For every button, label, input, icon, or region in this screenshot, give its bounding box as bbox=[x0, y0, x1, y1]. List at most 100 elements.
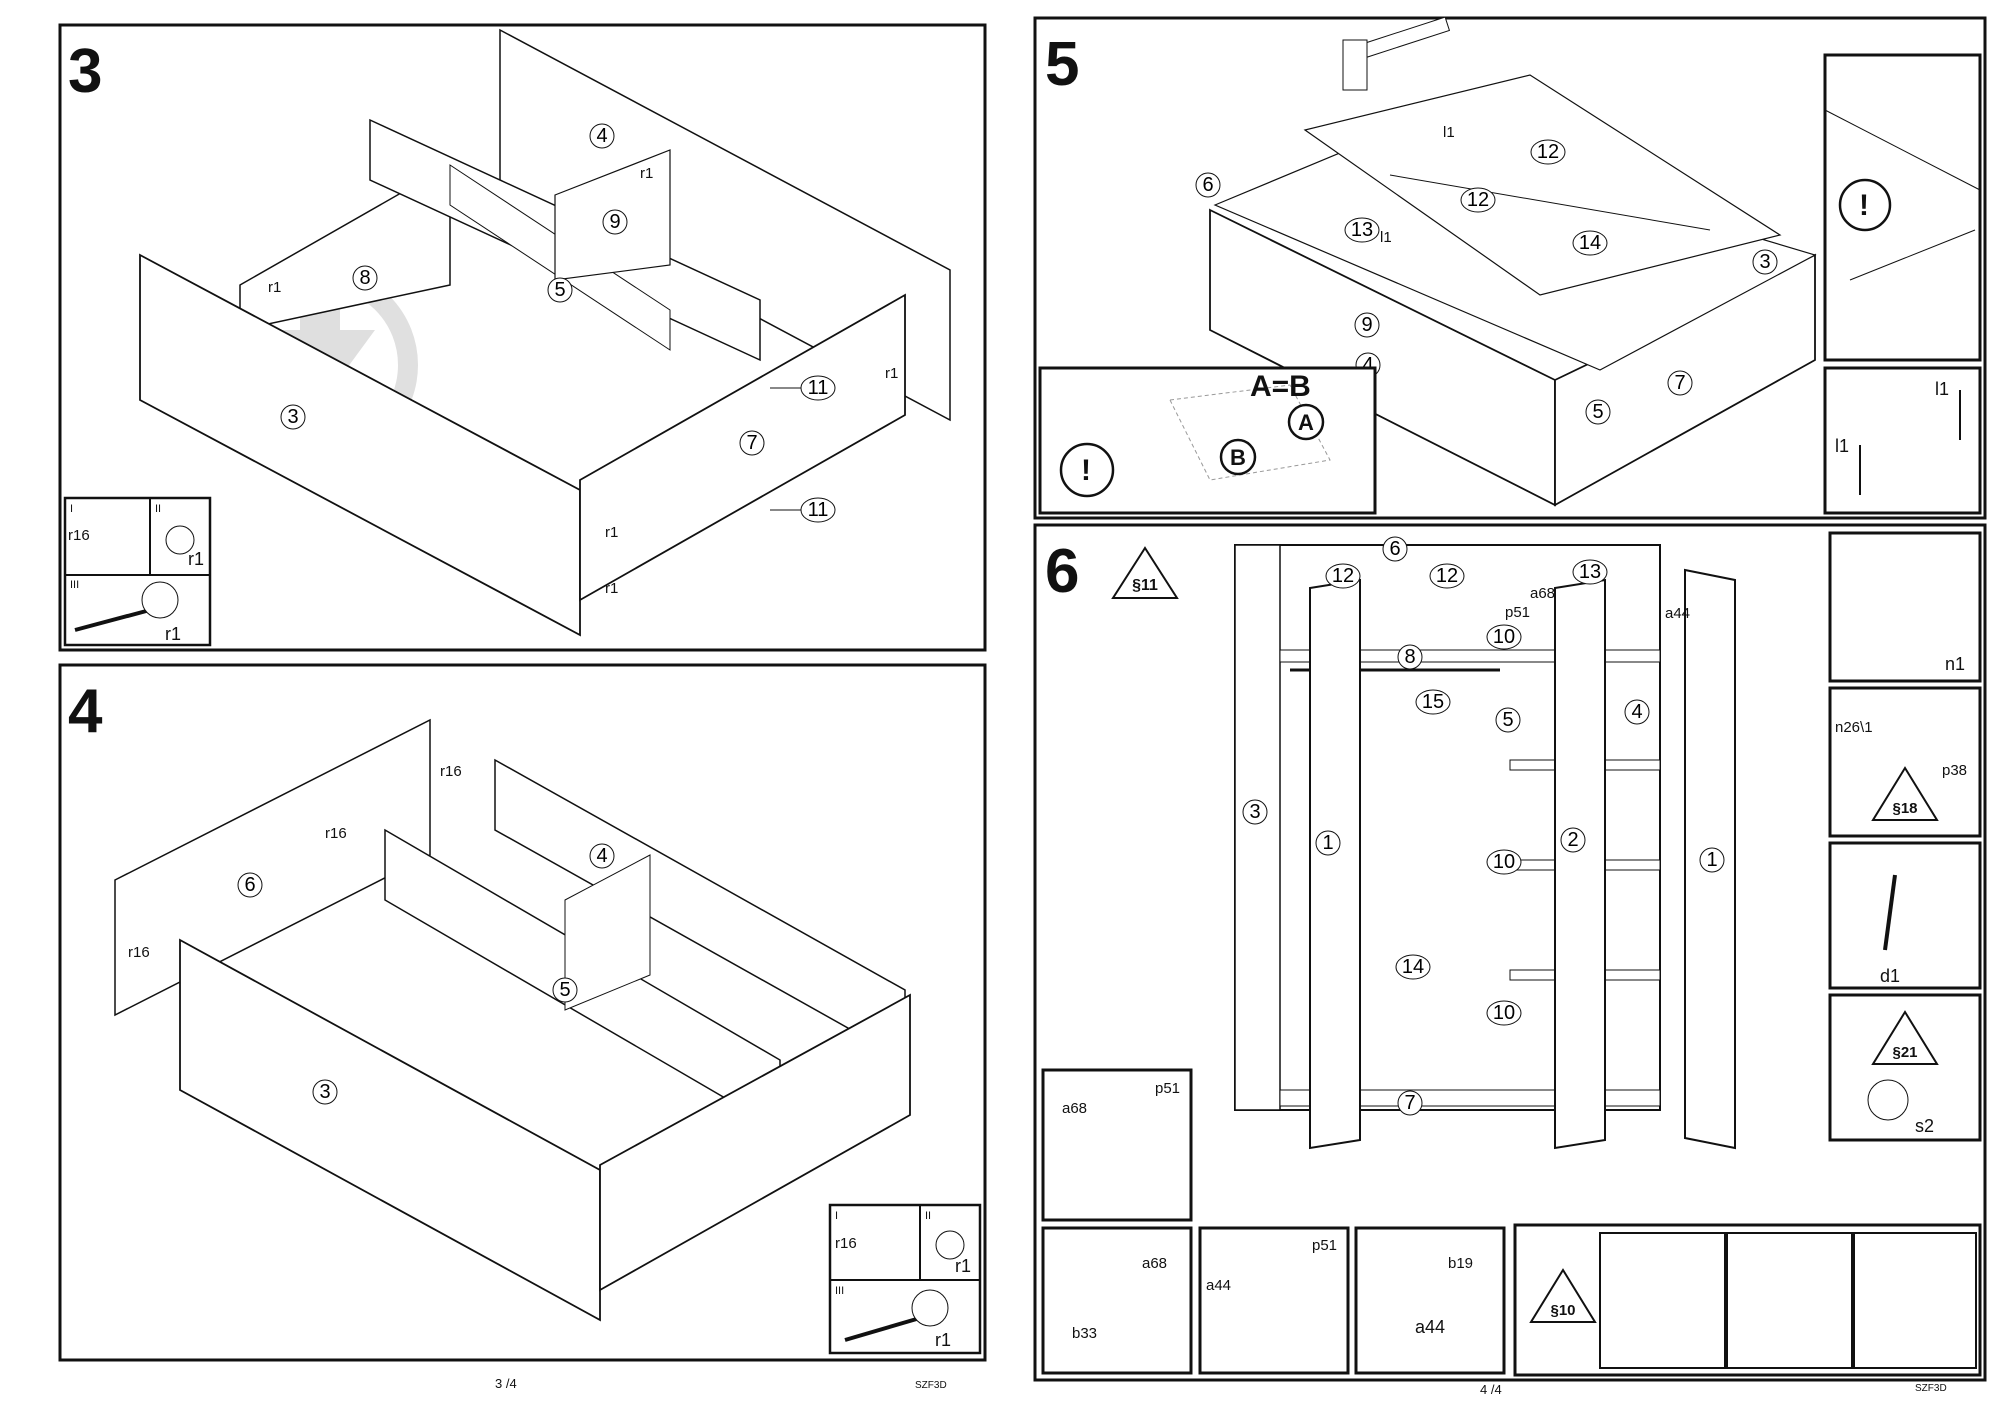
svg-text:9: 9 bbox=[609, 211, 620, 233]
svg-text:3: 3 bbox=[319, 1081, 330, 1103]
part-1-callout: 1 bbox=[1315, 830, 1341, 856]
step-number: 3 bbox=[68, 37, 102, 106]
part-2-callout: 2 bbox=[1560, 827, 1586, 853]
part-7-callout: 7 bbox=[1667, 370, 1693, 396]
svg-text:5: 5 bbox=[1592, 401, 1603, 423]
svg-text:§18: §18 bbox=[1892, 800, 1917, 817]
svg-text:7: 7 bbox=[1404, 1092, 1415, 1114]
svg-text:a44: a44 bbox=[1415, 1317, 1445, 1337]
svg-text:1: 1 bbox=[1706, 849, 1717, 871]
part-5-callout: 5 bbox=[547, 277, 573, 303]
part-12-callout: 12 bbox=[1530, 139, 1566, 165]
detail-box: I II III r16 r1 r1 bbox=[828, 1203, 982, 1355]
step-number: 4 bbox=[68, 677, 103, 746]
svg-text:7: 7 bbox=[746, 432, 757, 454]
svg-text:4: 4 bbox=[1362, 354, 1373, 376]
svg-text:b33: b33 bbox=[1072, 1325, 1097, 1342]
svg-text:2: 2 bbox=[1567, 829, 1578, 851]
svg-text:r1: r1 bbox=[955, 1256, 971, 1276]
back-board bbox=[1303, 74, 1782, 296]
part-11-callout: 11 bbox=[800, 375, 836, 401]
part-15-callout: 15 bbox=[1415, 689, 1451, 715]
part-1-callout: 1 bbox=[1699, 847, 1725, 873]
svg-text:s2: s2 bbox=[1915, 1116, 1934, 1136]
svg-text:A: A bbox=[1298, 410, 1314, 435]
part-9-callout: 9 bbox=[602, 209, 628, 235]
svg-text:r1: r1 bbox=[188, 549, 204, 569]
svg-text:r16: r16 bbox=[835, 1235, 857, 1252]
svg-text:3: 3 bbox=[287, 406, 298, 428]
svg-text:III: III bbox=[70, 579, 79, 591]
part-8-callout: 8 bbox=[352, 265, 378, 291]
hammer-icon bbox=[1342, 16, 1451, 91]
svg-text:I: I bbox=[70, 503, 73, 515]
part-5-callout: 5 bbox=[1495, 707, 1521, 733]
part-10-callout: 10 bbox=[1486, 849, 1522, 875]
fitting-label: r1 bbox=[605, 580, 618, 597]
svg-text:II: II bbox=[925, 1210, 931, 1222]
fitting-label: r16 bbox=[128, 944, 150, 961]
part-9-callout: 9 bbox=[1354, 312, 1380, 338]
svg-text:12: 12 bbox=[1332, 565, 1354, 587]
svg-text:9: 9 bbox=[1361, 314, 1372, 336]
nail-label: l1 bbox=[1380, 229, 1392, 246]
svg-text:B: B bbox=[1230, 445, 1246, 470]
part-14-callout: 14 bbox=[1572, 230, 1608, 256]
part-12-callout: 12 bbox=[1325, 563, 1361, 589]
part-10-callout: 10 bbox=[1486, 624, 1522, 650]
svg-text:5: 5 bbox=[559, 979, 570, 1001]
warning-triangle-icon: §11 bbox=[1111, 546, 1179, 599]
part-11-callout: 11 bbox=[800, 497, 836, 523]
svg-text:§10: §10 bbox=[1550, 1302, 1575, 1319]
svg-text:14: 14 bbox=[1402, 956, 1424, 978]
fitting-label: r1 bbox=[605, 524, 618, 541]
svg-text:r1: r1 bbox=[935, 1330, 951, 1350]
wardrobe-side bbox=[1234, 544, 1281, 1111]
svg-text:§11: §11 bbox=[1132, 577, 1158, 594]
svg-text:p51: p51 bbox=[1155, 1080, 1180, 1097]
svg-text:II: II bbox=[155, 503, 161, 515]
svg-text:!: ! bbox=[1859, 189, 1869, 222]
svg-text:12: 12 bbox=[1436, 565, 1458, 587]
svg-text:14: 14 bbox=[1579, 232, 1601, 254]
part-13-callout: 13 bbox=[1344, 217, 1380, 243]
part-5-callout: 5 bbox=[1585, 399, 1611, 425]
front-panel bbox=[139, 253, 581, 637]
hinge-label: a44 bbox=[1665, 605, 1690, 622]
part-3-callout: 3 bbox=[1752, 249, 1778, 275]
back-panel bbox=[114, 718, 431, 1017]
measure-inset: ! A=B A B bbox=[1038, 366, 1377, 515]
step-3-panel: 3 4 9 8 5 3 7 11 11 r1 r1 r1 r1 bbox=[58, 23, 987, 652]
svg-text:§21: §21 bbox=[1892, 1044, 1917, 1061]
part-3-callout: 3 bbox=[280, 404, 306, 430]
door-1 bbox=[1309, 578, 1361, 1150]
fitting-label: r16 bbox=[325, 825, 347, 842]
part-7-callout: 7 bbox=[739, 430, 765, 456]
front-panel bbox=[179, 938, 601, 1322]
right-panel bbox=[599, 993, 911, 1292]
svg-text:10: 10 bbox=[1493, 1002, 1515, 1024]
part-13-callout: 13 bbox=[1572, 559, 1608, 585]
part-3-callout: 3 bbox=[312, 1079, 338, 1105]
svg-text:3: 3 bbox=[1759, 251, 1770, 273]
svg-text:a44: a44 bbox=[1206, 1277, 1231, 1294]
door-2 bbox=[1554, 578, 1606, 1150]
svg-text:n1: n1 bbox=[1945, 654, 1965, 674]
side-detail-boxes: n1 n26\1 p38 §18 d1 §21 s2 bbox=[1828, 531, 1982, 1142]
svg-text:8: 8 bbox=[359, 267, 370, 289]
page-number: 4 /4 bbox=[1480, 1382, 1502, 1397]
hinge-label: p51 bbox=[1505, 604, 1530, 621]
inner-panel bbox=[564, 854, 651, 1011]
svg-text:6: 6 bbox=[1389, 538, 1400, 560]
step-6-panel: 6 §11 6 12 12 13 10 8 15 5 4 3 1 2 10 14… bbox=[1033, 523, 1987, 1382]
part-6-callout: 6 bbox=[1195, 172, 1221, 198]
fitting-label: r1 bbox=[268, 279, 281, 296]
svg-text:l1: l1 bbox=[1835, 436, 1849, 456]
svg-text:l1: l1 bbox=[1935, 379, 1949, 399]
svg-text:7: 7 bbox=[1674, 372, 1685, 394]
svg-text:11: 11 bbox=[808, 499, 829, 521]
part-12-callout: 12 bbox=[1460, 187, 1496, 213]
step-5-panel: 5 6 12 12 13 14 3 9 4 7 5 l1 l1 ! A=B bbox=[1033, 16, 1987, 520]
svg-text:r16: r16 bbox=[68, 527, 90, 544]
step-4-panel: 4 6 4 5 3 r16 r16 r16 I II III r16 r1 bbox=[58, 663, 987, 1362]
